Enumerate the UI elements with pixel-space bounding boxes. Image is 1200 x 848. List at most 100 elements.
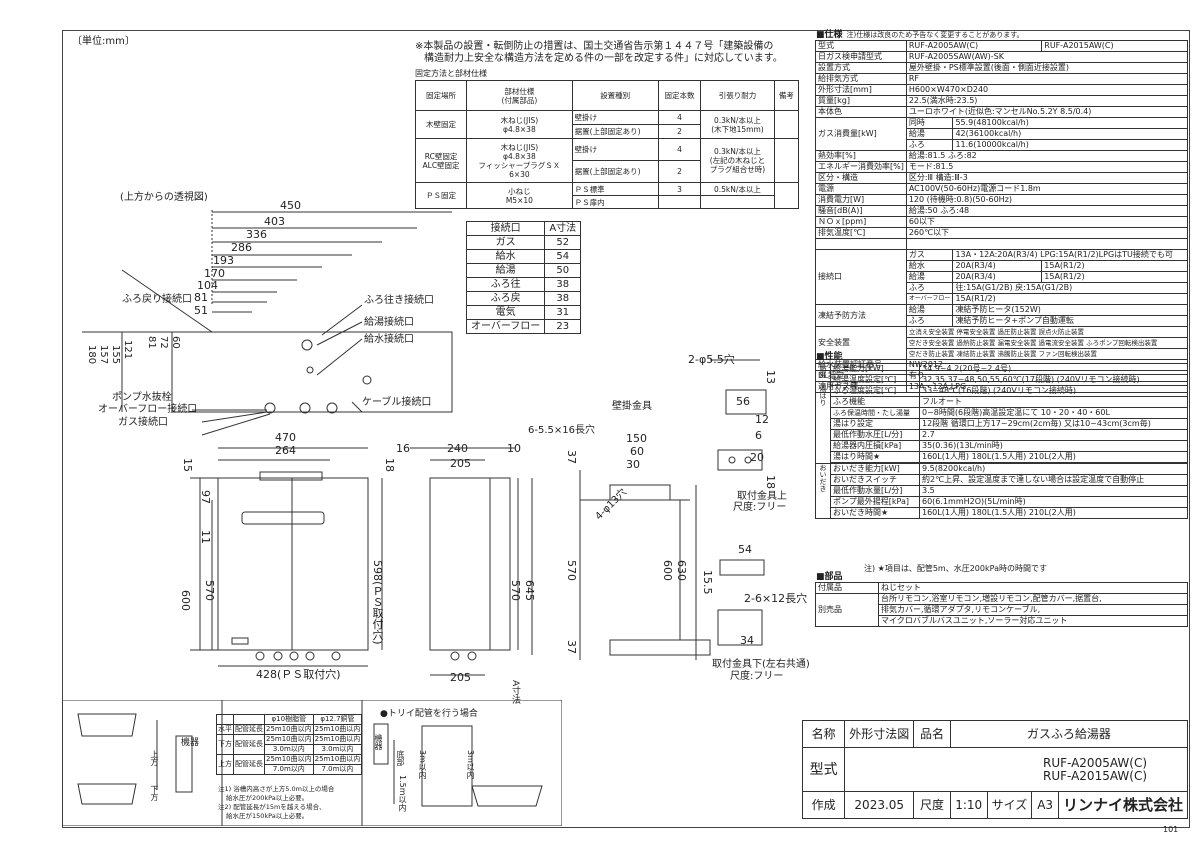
pipe-cell: 下方 — [216, 734, 234, 755]
spec-key: ガス消費量[kW] — [815, 117, 907, 151]
pipe-cell: 25m10曲以内 — [312, 724, 363, 735]
fix-cell — [773, 182, 800, 209]
spec-key: 区分・構造 — [815, 172, 907, 184]
front-dim-470: 470 — [275, 431, 296, 444]
title-scale: 1:10 — [949, 791, 988, 819]
fix-cell: ＰＳ扉内 — [571, 195, 659, 209]
piping-device2: 機器 — [374, 734, 383, 750]
spec-val: RF — [905, 73, 1189, 85]
perf-key: ふろ温度設定[℃] — [830, 385, 920, 397]
front-view-drawing — [190, 447, 383, 667]
side-dim-10: 10 — [507, 442, 521, 455]
conn-name: 給水 — [465, 249, 546, 264]
dim-403: 403 — [264, 215, 285, 228]
fix-cell: 0.3kN/本以上(左記の木ねじとプラグ組合せ時) — [700, 138, 775, 183]
perf-val: 3.5 — [919, 485, 1188, 497]
small-hole-note: 2-φ5.5穴 — [688, 353, 735, 366]
small-dim-2-6x12: 2-6×12長穴 — [744, 592, 808, 605]
conn-value: 38 — [544, 291, 582, 306]
spec-val: 給湯:50 ふろ:48 — [905, 205, 1189, 217]
dim-81: 81 — [194, 291, 208, 304]
small-dim-54: 54 — [738, 543, 752, 556]
conn-name: 電気 — [465, 305, 546, 320]
spec-val: 空だき防止装置 凍結防止装置 沸騰防止装置 ファン回転検出装置 — [905, 348, 1189, 360]
spec-val: 55.9(48100kcal/h) — [952, 117, 1188, 129]
conn-header: 接続口 — [465, 221, 546, 236]
bracket-dim-37: 37 — [565, 450, 578, 464]
fix-header-kind: 設置種別 — [571, 80, 659, 111]
spec-sub: ふろ — [905, 282, 954, 294]
small-bracket-caption2: 取付金具下(左右共通) — [712, 659, 810, 670]
spec-key: 設置方式 — [815, 62, 907, 74]
small-bracket-scale2: 尺度:フリー — [730, 671, 784, 682]
bracket-drawing — [579, 470, 711, 660]
front-dim-11: 11 — [199, 530, 212, 544]
spec-val: 立消え安全装置 停電安全装置 過圧防止装置 誤点火防止装置 — [905, 326, 1189, 338]
pipe-cell: 25m10曲以内 — [264, 724, 314, 735]
small-dim-12: 12 — [755, 413, 769, 426]
front-dim-97: 97 — [199, 490, 212, 504]
spec-val: 60以下 — [905, 216, 1189, 228]
fix-cell: ＰＳ固定 — [414, 182, 468, 209]
perf-val: 12段階 循環口上方17~29cm(2cm毎) 又は10~43cm(3cm毎) — [919, 418, 1188, 430]
side-view-drawing — [410, 447, 533, 676]
conn-name: ふろ戻 — [465, 291, 546, 306]
spec-val: 260℃以下 — [905, 227, 1189, 239]
front-dim-264: 264 — [275, 444, 296, 457]
spec-key: 接続口 — [815, 249, 907, 305]
dim-51: 51 — [194, 304, 208, 317]
performance-footnote: 注) ★項目は、配管5m、水圧200kPa時の時間です — [864, 564, 1047, 573]
conn-value: 52 — [544, 235, 582, 250]
perf-key: 給湯能力[kW] — [830, 363, 920, 375]
title-label-product: 品名 — [913, 720, 951, 748]
spec-val: RUF-A2005AW(C) — [905, 40, 1043, 52]
top-view-caption: (上方からの透視図) — [120, 192, 208, 203]
spec-key: 日ガス検申請型式 — [815, 51, 907, 63]
label-hot-water: 給湯接続口 — [364, 317, 414, 328]
pipe-cell: 3.0m以内 — [312, 744, 363, 755]
wall-bracket-title: 壁掛金具 — [612, 401, 652, 412]
perf-key: ポンプ最外揚程[kPa] — [830, 496, 920, 508]
install-note-line1: ※本製品の設置・転倒防止の措置は、国土交通省告示第１４４７号「建築設備の — [415, 41, 774, 52]
perf-key: 給湯温度設定[℃] — [830, 374, 920, 386]
spec-val: 13A・12A:20A(R3/4) LPG:15A(R1/2)LPGはTU接続で… — [952, 249, 1188, 261]
perf-val: 160L(1人用) 180L(1.5人用) 210L(2人用) — [919, 451, 1188, 463]
fix-cell — [700, 195, 775, 209]
perf-val: 0~8時間(6段階)高温設定温にて 10・20・40・60L — [919, 407, 1188, 419]
dim-155: 155 — [110, 345, 121, 365]
spec-key: 質量[kg] — [815, 95, 907, 107]
label-pump-drain: ポンプ水抜栓 — [112, 392, 172, 403]
conn-value: 31 — [544, 305, 582, 320]
perf-val: 約2℃上昇、設定温度まで達しない場合は設定温度で自動停止 — [919, 474, 1188, 486]
title-models: RUF-A2005AW(C)RUF-A2015AW(C) — [844, 747, 1188, 792]
dim-72: 72 — [158, 336, 169, 349]
title-date: 2023.05 — [844, 791, 915, 819]
conn-value: 23 — [544, 319, 582, 334]
fix-cell: 0.3kN/本以上(木下地15mm) — [700, 110, 775, 139]
perf-group: 給湯・湯はり — [815, 363, 831, 464]
fix-cell: 木壁固定 — [414, 110, 468, 139]
conn-value: 54 — [544, 249, 582, 264]
pipe-cell: 25m10曲以内 — [312, 734, 363, 745]
front-dim-428: 428(ＰＳ取付穴) — [256, 668, 341, 681]
fix-cell: 壁掛け — [571, 110, 659, 125]
spec-key: 型式 — [815, 40, 907, 52]
unit-label: 〔単位:mm〕 — [72, 36, 135, 47]
fix-cell: 据置(上部固定あり) — [571, 160, 659, 183]
perf-val: 33~48℃(16段階) (240Vリモコン接続時) — [919, 385, 1188, 397]
dim-193: 193 — [213, 254, 234, 267]
dim-180: 180 — [86, 345, 97, 365]
spec-val: 15A(R1/2) — [952, 293, 1188, 305]
label-bath-return: ふろ戻り接続口 — [122, 294, 192, 305]
conn-value: 50 — [544, 263, 582, 278]
small-dim-15-5: 15.5 — [701, 570, 714, 595]
pipe-cell: 25m10曲以内 — [264, 734, 314, 745]
piping-note4: 給水圧が150kPa以上必要。 — [226, 812, 309, 820]
perf-val: 35(0.36)(13L/min時) — [919, 440, 1188, 452]
bracket-dim-30: 30 — [626, 458, 640, 471]
side-dim-205: 205 — [450, 457, 471, 470]
pipe-cell: 3.0m以内 — [264, 744, 314, 755]
front-dim-15: 15 — [181, 458, 194, 472]
parts-val: 台所リモコン,浴室リモコン,増設リモコン,配管カバー,据置台, — [878, 593, 1188, 605]
